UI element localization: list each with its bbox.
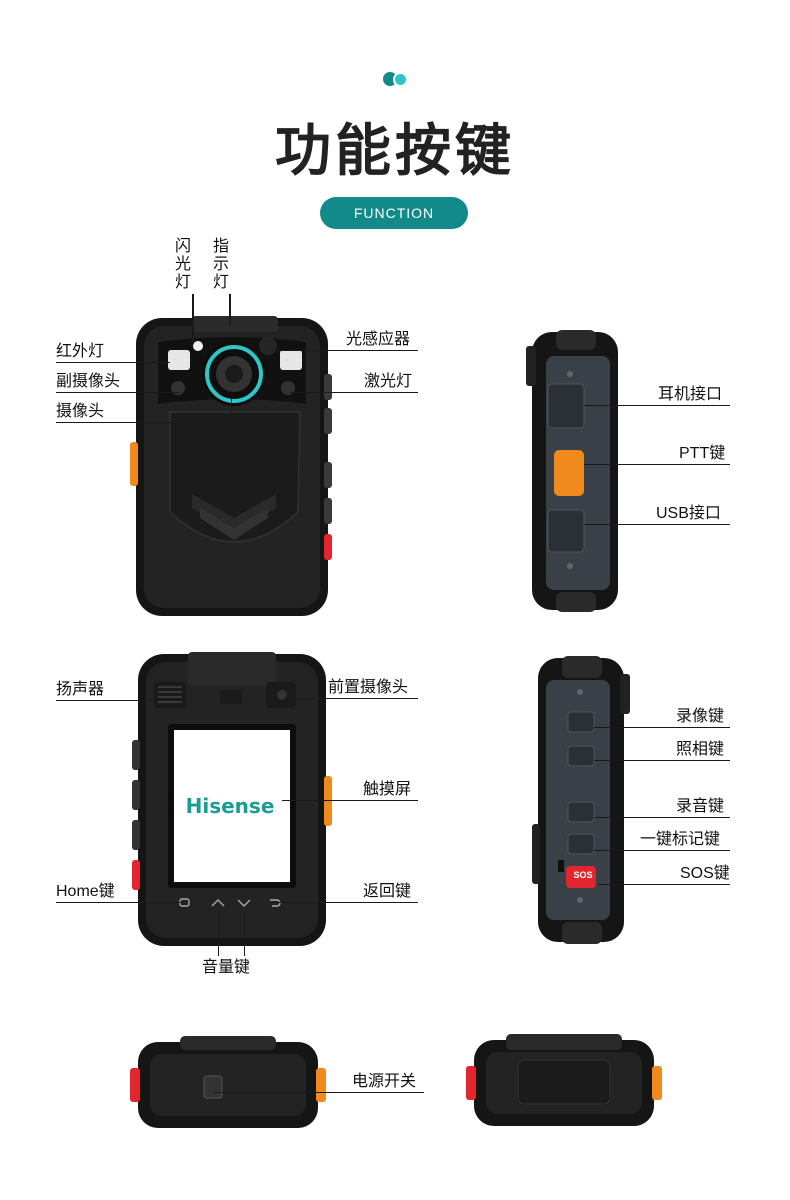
leader-volume-right — [244, 912, 245, 956]
leader-power-switch — [214, 1092, 424, 1093]
label-power-switch: 电源开关 — [352, 1073, 417, 1090]
leader-camera-up — [231, 398, 232, 422]
device-left-side-illustration — [532, 656, 630, 944]
label-front-camera: 前置摄像头 — [328, 679, 409, 696]
leader-ir-light — [56, 362, 170, 363]
leader-laser — [290, 392, 418, 393]
leader-sub-camera — [56, 392, 180, 393]
label-speaker: 扬声器 — [56, 681, 105, 698]
device-bottom-view-2 — [466, 1034, 662, 1126]
label-laser: 激光灯 — [364, 373, 413, 390]
screen-brand-logo: Hisense — [185, 794, 275, 818]
label-back-key: 返回键 — [363, 883, 412, 900]
leader-back-key — [272, 902, 418, 903]
leader-volume-left — [218, 912, 219, 956]
label-headphone-port: 耳机接口 — [658, 386, 723, 403]
label-touchscreen: 触摸屏 — [363, 781, 412, 798]
label-light-sensor: 光感应器 — [346, 331, 411, 348]
device-bottom-view-1 — [130, 1036, 326, 1128]
leader-home-key — [56, 902, 184, 903]
label-flash: 闪光灯 — [174, 238, 191, 291]
leader-sos-key — [598, 884, 730, 885]
leader-headphone-port — [584, 405, 730, 406]
label-volume-key: 音量键 — [202, 959, 251, 976]
label-camera: 摄像头 — [56, 403, 105, 420]
label-mark-key: 一键标记键 — [640, 831, 721, 848]
device-front-illustration — [130, 316, 332, 616]
function-badge: FUNCTION — [320, 197, 468, 229]
device-back-illustration — [132, 652, 332, 946]
label-record-audio-key: 录音键 — [676, 798, 725, 815]
logo-dot-right — [393, 72, 408, 87]
sos-button-text: SOS — [573, 870, 593, 880]
label-indicator: 指示灯 — [212, 238, 229, 291]
label-photo-key: 照相键 — [676, 741, 725, 758]
label-home-key: Home键 — [56, 883, 115, 900]
label-sos-key: SOS键 — [680, 865, 730, 882]
leader-indicator — [229, 294, 231, 326]
leader-camera — [56, 422, 232, 423]
leader-mark-key — [594, 850, 730, 851]
leader-photo-key — [594, 760, 730, 761]
leader-record-video-key — [594, 727, 730, 728]
page-title: 功能按键 — [275, 119, 515, 182]
label-record-video-key: 录像键 — [676, 708, 725, 725]
label-sub-camera: 副摄像头 — [56, 373, 121, 390]
leader-light-sensor — [272, 350, 418, 351]
leader-usb-port — [584, 524, 730, 525]
leader-front-camera — [284, 698, 418, 699]
device-right-side-illustration — [526, 330, 618, 612]
label-usb-port: USB接口 — [656, 505, 721, 522]
leader-ptt — [584, 464, 730, 465]
label-ir-light: 红外灯 — [56, 343, 105, 360]
label-ptt: PTT键 — [679, 445, 726, 462]
leader-record-audio-key — [594, 817, 730, 818]
leader-flash — [192, 294, 194, 344]
leader-touchscreen — [282, 800, 418, 801]
leader-speaker — [56, 700, 180, 701]
